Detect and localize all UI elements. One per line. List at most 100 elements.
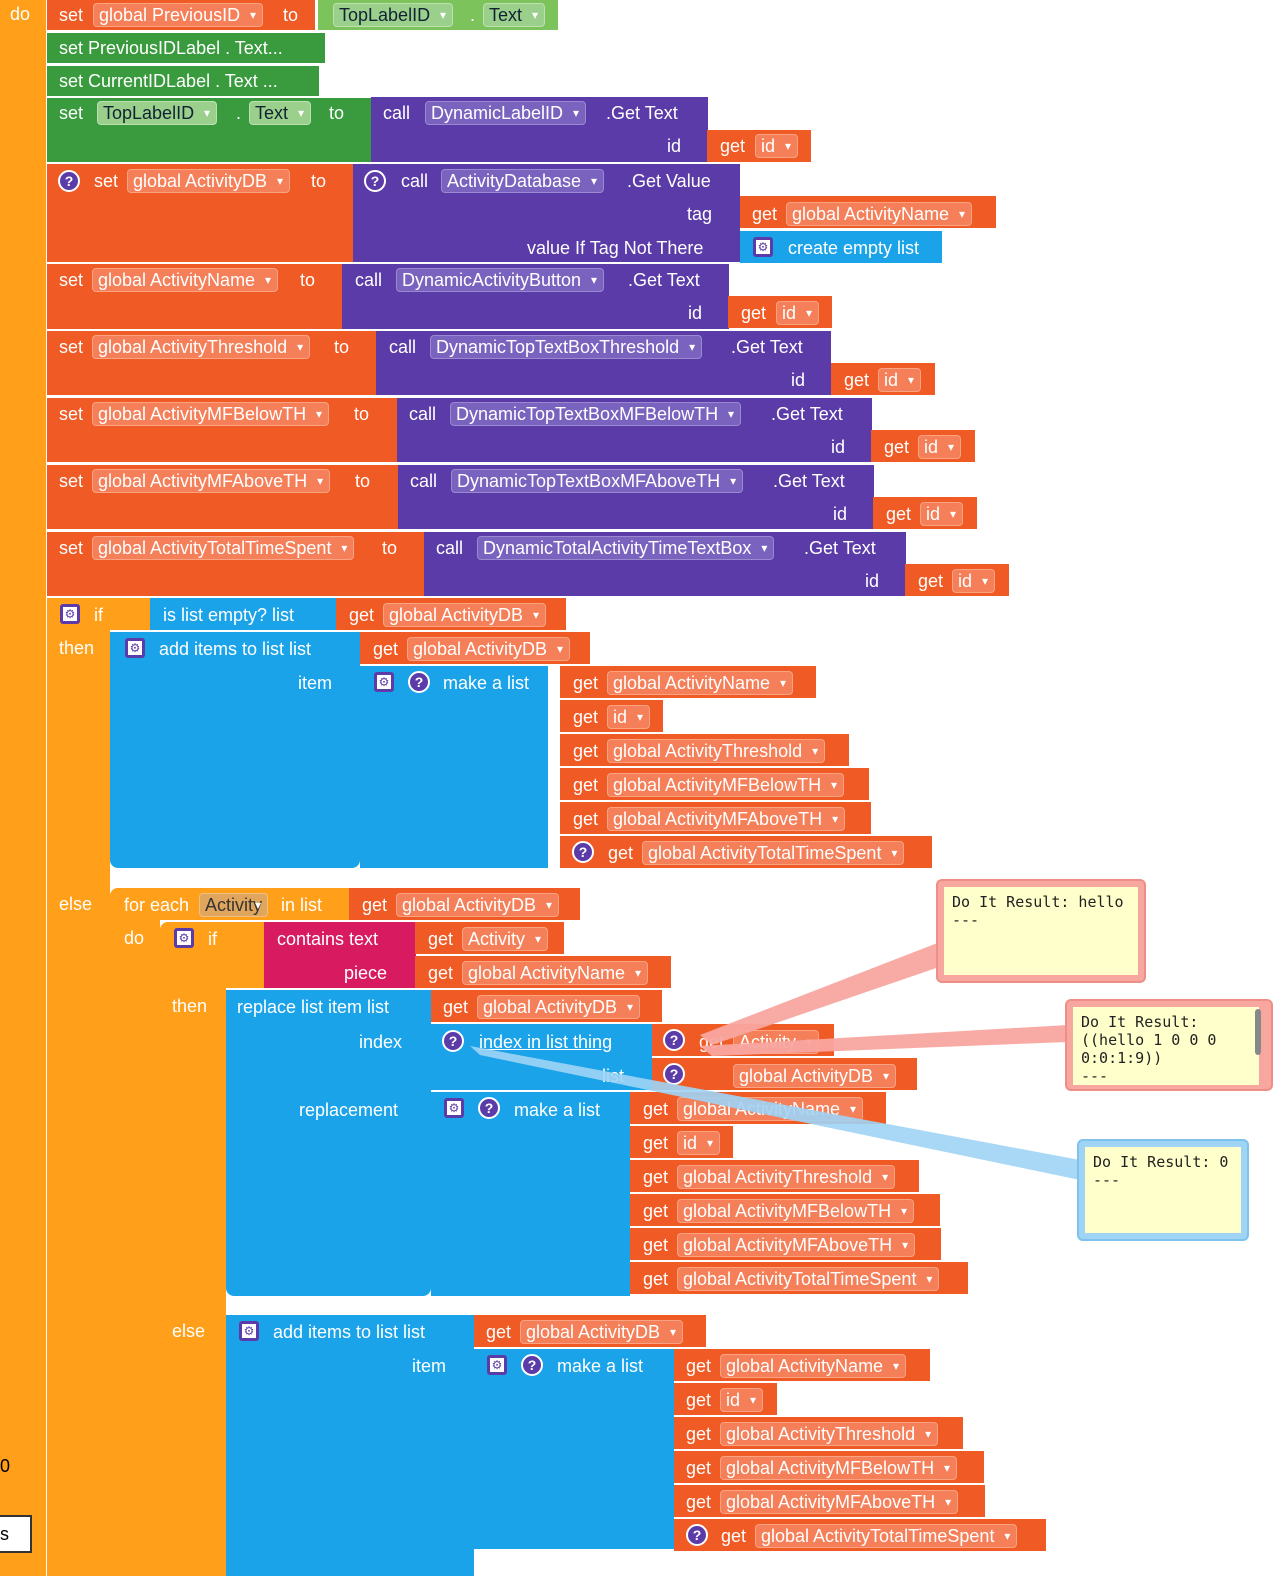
to-keyword: to <box>300 270 316 290</box>
activitydb-var-dropdown[interactable]: global ActivityDB <box>383 603 547 627</box>
item-var-dropdown[interactable]: id <box>607 705 651 729</box>
activityname-var-dropdown[interactable]: global ActivityName <box>462 961 649 985</box>
dynamicactivitybutton-dropdown[interactable]: DynamicActivityButton <box>396 268 605 292</box>
set-currentidlabel-block[interactable] <box>47 66 319 96</box>
make-a-list-block[interactable] <box>360 666 548 868</box>
mutator-gear-icon[interactable]: ⚙ <box>125 638 145 658</box>
item-var-dropdown[interactable]: global ActivityMFBelowTH <box>677 1199 915 1223</box>
mutator-gear-icon[interactable]: ⚙ <box>753 237 773 257</box>
activity-var-dropdown[interactable]: Activity <box>462 927 549 951</box>
do-label: do <box>10 4 31 24</box>
help-icon[interactable]: ? <box>442 1030 464 1052</box>
add-items-to-list-block[interactable] <box>226 1315 474 1576</box>
add-items-to-list-block[interactable] <box>110 632 360 868</box>
bubble-scrollbar[interactable] <box>1255 1009 1261 1055</box>
gettext-method-label: .Get Text <box>804 538 876 558</box>
id-var-dropdown[interactable]: id <box>952 569 996 593</box>
is-list-empty-block[interactable] <box>150 598 336 630</box>
inner-if-block[interactable] <box>160 922 226 1576</box>
mutator-gear-icon[interactable]: ⚙ <box>374 672 394 692</box>
help-icon[interactable]: ? <box>572 841 594 863</box>
activitydb-var-dropdown[interactable]: global ActivityDB <box>733 1064 897 1088</box>
dynamictoptextboxthreshold-dropdown[interactable]: DynamicTopTextBoxThreshold <box>430 335 703 359</box>
text-property-dropdown[interactable]: Text <box>483 3 546 27</box>
mutator-gear-icon[interactable]: ⚙ <box>444 1098 464 1118</box>
cut-off-box[interactable]: s <box>0 1515 32 1553</box>
activitydb-var-dropdown[interactable]: global ActivityDB <box>477 995 641 1019</box>
activityname-var-dropdown[interactable]: global ActivityName <box>786 202 973 226</box>
help-icon[interactable]: ? <box>686 1524 708 1546</box>
contains-text-block[interactable] <box>264 922 416 988</box>
activitytotaltimespent-var-dropdown[interactable]: global ActivityTotalTimeSpent <box>92 536 355 560</box>
gettext-method-label: .Get Text <box>773 471 845 491</box>
item-var-dropdown[interactable]: global ActivityTotalTimeSpent <box>677 1267 940 1291</box>
item-var-dropdown[interactable]: global ActivityTotalTimeSpent <box>642 841 905 865</box>
help-icon[interactable]: ? <box>408 671 430 693</box>
to-keyword: to <box>354 404 370 424</box>
get-keyword: get <box>741 303 767 323</box>
help-icon[interactable]: ? <box>58 170 80 192</box>
help-icon[interactable]: ? <box>364 170 386 192</box>
item-var-dropdown[interactable]: global ActivityThreshold <box>720 1422 939 1446</box>
help-icon[interactable]: ? <box>521 1354 543 1376</box>
dynamictoptextboxmfbelowth-dropdown[interactable]: DynamicTopTextBoxMFBelowTH <box>450 402 742 426</box>
item-var-dropdown[interactable]: global ActivityMFBelowTH <box>607 773 845 797</box>
do-it-result-bubble-1[interactable]: Do It Result: hello --- <box>936 879 1146 983</box>
if-then-else-block[interactable] <box>47 598 110 1576</box>
id-var-dropdown[interactable]: id <box>776 301 820 325</box>
id-var-dropdown[interactable]: id <box>920 502 964 526</box>
help-icon[interactable]: ? <box>663 1063 685 1085</box>
text-property-dropdown[interactable]: Text <box>249 101 312 125</box>
call-keyword: call <box>401 171 429 191</box>
event-block-spine[interactable] <box>0 0 46 1576</box>
id-var-dropdown[interactable]: id <box>755 134 799 158</box>
activitymfaboveth-var-dropdown[interactable]: global ActivityMFAboveTH <box>92 469 331 493</box>
item-var-dropdown[interactable]: id <box>677 1131 721 1155</box>
create-empty-list-block[interactable] <box>740 231 942 263</box>
set-previousidlabel-block[interactable] <box>47 33 325 63</box>
dynamiclabelid-dropdown[interactable]: DynamicLabelID <box>425 101 587 125</box>
help-icon[interactable]: ? <box>478 1097 500 1119</box>
get-keyword: get <box>573 673 599 693</box>
toplabelid-component-dropdown[interactable]: TopLabelID <box>333 3 454 27</box>
mutator-gear-icon[interactable]: ⚙ <box>60 604 80 624</box>
for-each-block[interactable] <box>110 888 160 1576</box>
activitydb-var-dropdown[interactable]: global ActivityDB <box>407 637 571 661</box>
replace-list-item-block[interactable] <box>226 990 431 1296</box>
dynamictoptextboxmfaboveth-dropdown[interactable]: DynamicTopTextBoxMFAboveTH <box>451 469 744 493</box>
do-it-result-bubble-3[interactable]: Do It Result: 0 --- <box>1077 1139 1249 1241</box>
make-a-list-block[interactable] <box>474 1349 674 1549</box>
id-var-dropdown[interactable]: id <box>918 435 962 459</box>
id-var-dropdown[interactable]: id <box>878 368 922 392</box>
item-var-dropdown[interactable]: global ActivityMFAboveTH <box>677 1233 916 1257</box>
activitydb-var-dropdown[interactable]: global ActivityDB <box>396 893 560 917</box>
item-var-dropdown[interactable]: global ActivityMFAboveTH <box>720 1490 959 1514</box>
dynamictotalactivitytimetextbox-dropdown[interactable]: DynamicTotalActivityTimeTextBox <box>477 536 775 560</box>
get-keyword: get <box>643 1269 669 1289</box>
mutator-gear-icon[interactable]: ⚙ <box>174 928 194 948</box>
item-var-dropdown[interactable]: global ActivityMFBelowTH <box>720 1456 958 1480</box>
item-var-dropdown[interactable]: global ActivityTotalTimeSpent <box>755 1524 1018 1548</box>
item-var-dropdown[interactable]: global ActivityMFAboveTH <box>607 807 846 831</box>
item-var-dropdown[interactable]: global ActivityThreshold <box>677 1165 896 1189</box>
mutator-gear-icon[interactable]: ⚙ <box>487 1355 507 1375</box>
activitydatabase-dropdown[interactable]: ActivityDatabase <box>441 169 605 193</box>
activitymfbelowth-var-dropdown[interactable]: global ActivityMFBelowTH <box>92 402 330 426</box>
activity-loop-var[interactable]: Activity <box>199 893 269 917</box>
item-var-dropdown[interactable]: global ActivityName <box>607 671 794 695</box>
previousid-var-dropdown[interactable]: global PreviousID <box>93 3 264 27</box>
activitydb-var-dropdown[interactable]: global ActivityDB <box>127 169 291 193</box>
item-var-dropdown[interactable]: id <box>720 1388 764 1412</box>
activity-var-dropdown[interactable]: Activity <box>733 1030 820 1054</box>
mutator-gear-icon[interactable]: ⚙ <box>239 1321 259 1341</box>
activitydb-var-dropdown[interactable]: global ActivityDB <box>520 1320 684 1344</box>
item-var-dropdown[interactable]: global ActivityName <box>677 1097 864 1121</box>
help-icon[interactable]: ? <box>663 1029 685 1051</box>
item-var-dropdown[interactable]: global ActivityName <box>720 1354 907 1378</box>
make-a-list-block[interactable] <box>431 1092 630 1296</box>
activityname-var-dropdown[interactable]: global ActivityName <box>92 268 279 292</box>
do-it-result-bubble-2[interactable]: Do It Result: ((hello 1 0 0 0 0:0:1:9)) … <box>1065 999 1273 1091</box>
activitythreshold-var-dropdown[interactable]: global ActivityThreshold <box>92 335 311 359</box>
item-var-dropdown[interactable]: global ActivityThreshold <box>607 739 826 763</box>
toplabelid-dropdown[interactable]: TopLabelID <box>97 101 218 125</box>
